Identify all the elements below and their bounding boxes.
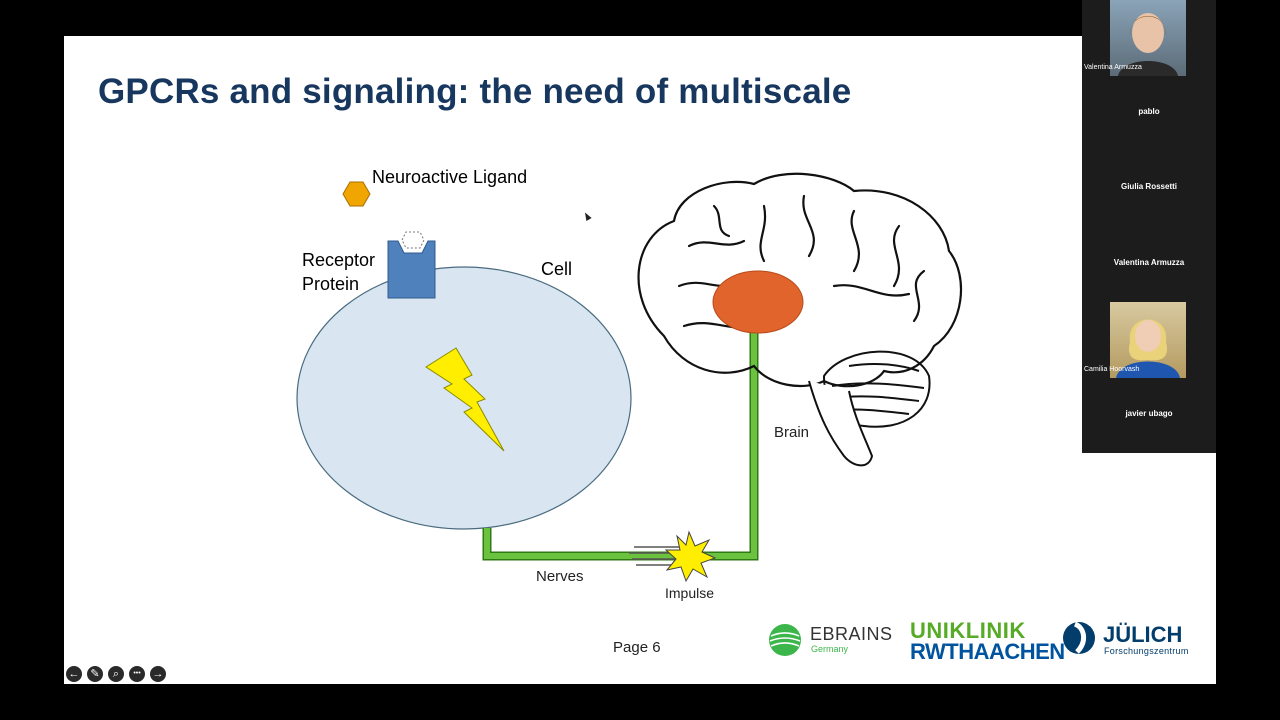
ligand-label: Neuroactive Ligand [372, 167, 528, 187]
juelich-sub: Forschungszentrum [1104, 646, 1189, 656]
cell-label: Cell [541, 259, 573, 279]
uniklinik-line2: RWTHAACHEN [910, 639, 1065, 664]
forward-icon[interactable]: → [150, 666, 166, 682]
receptor-binding-site [401, 231, 425, 249]
ebrains-name: EBRAINS [810, 624, 893, 644]
participant-tile[interactable]: Camilia Hoorvash [1082, 302, 1216, 378]
receptor-label-line2: Protein [302, 274, 360, 294]
participant-name: javier ubago [1125, 409, 1173, 418]
participant-name: Valentina Armuzza [1084, 64, 1142, 71]
signaling-diagram [296, 172, 963, 583]
participant-tile[interactable]: Giulia Rossetti [1082, 182, 1216, 191]
brain-label: Brain [774, 424, 810, 441]
participant-tile[interactable]: Valentina Armuzza [1082, 258, 1216, 267]
back-icon[interactable]: ← [66, 666, 82, 682]
presentation-slide: GPCRs and signaling: the need of multisc… [64, 36, 1216, 684]
participant-video [1110, 302, 1186, 378]
page-number: Page 6 [613, 639, 661, 656]
ebrains-logo: EBRAINS Germany [768, 621, 892, 657]
avatar [1116, 319, 1180, 378]
participant-name: Giulia Rossetti [1120, 182, 1177, 191]
brain-illustration [637, 172, 963, 388]
receptor-label-line1: Receptor [302, 250, 376, 270]
zoom-icon[interactable]: ⌕ [108, 666, 124, 682]
lightning-bolt [425, 347, 505, 452]
impulse-label: Impulse [665, 585, 715, 601]
brain-stem [808, 380, 874, 467]
participant-tile[interactable]: pablo [1082, 107, 1216, 116]
receptor-protein [387, 240, 436, 299]
participant-name: Valentina Armuzza [1113, 258, 1185, 267]
participant-name: Camilia Hoorvash [1084, 366, 1140, 373]
juelich-name: JÜLICH [1103, 622, 1183, 647]
presentation-toolbar: ← ✎ ⌕ ••• → [66, 666, 166, 682]
ligand-hexagon [342, 181, 371, 207]
ebrains-sub: Germany [811, 644, 849, 654]
ebrains-globe-icon [769, 624, 801, 656]
slide-title: GPCRs and signaling: the need of multisc… [98, 72, 852, 111]
juelich-mark-icon [1063, 621, 1095, 654]
participant-tile[interactable]: Valentina Armuzza [1082, 0, 1216, 76]
uniklinik-line1: UNIKLINIK [910, 618, 1026, 643]
pen-icon[interactable]: ✎ [87, 666, 103, 682]
nerves-label: Nerves [536, 568, 584, 585]
participant-name: pablo [1138, 107, 1160, 116]
impulse-star [629, 530, 717, 583]
avatar [1118, 13, 1178, 76]
uniklinik-logo: UNIKLINIK RWTHAACHEN [910, 618, 1065, 664]
more-icon[interactable]: ••• [129, 666, 145, 682]
juelich-logo: JÜLICH Forschungszentrum [1061, 620, 1189, 660]
participant-video [1110, 0, 1186, 76]
brain-target-region [712, 270, 804, 334]
participants-panel: Valentina Armuzza pablo Giulia Rossetti … [1082, 0, 1216, 453]
participant-tile[interactable]: javier ubago [1082, 409, 1216, 418]
